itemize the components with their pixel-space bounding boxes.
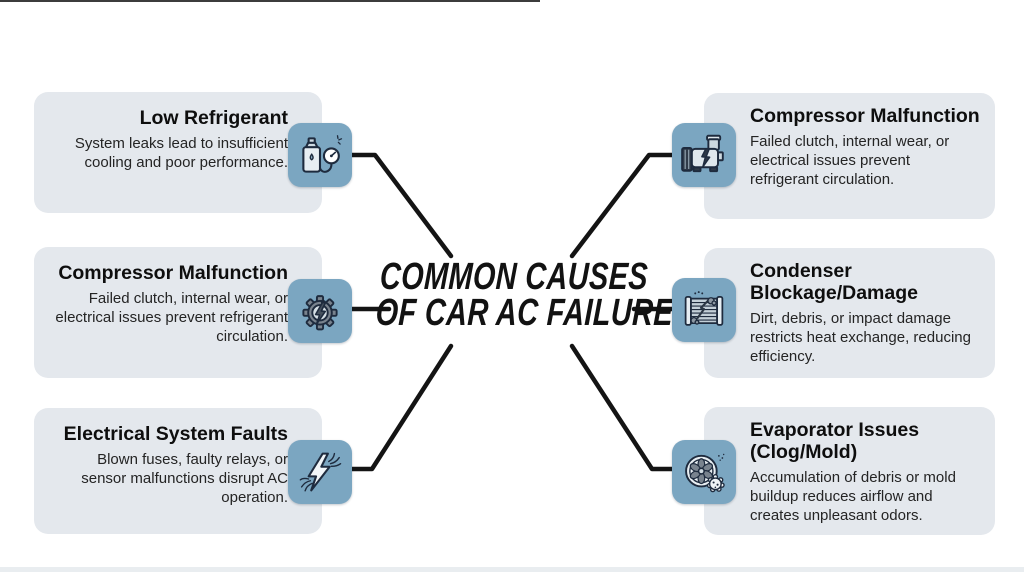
card-heading: Evaporator Issues (Clog/Mold)	[750, 419, 920, 464]
card-electrical-system-faults: Electrical System Faults Blown fuses, fa…	[34, 408, 322, 534]
card-condenser-blockage: Condenser Blockage/Damage Dirt, debris, …	[704, 248, 995, 378]
condenser-radiator-icon	[684, 291, 724, 326]
icon-tile-electrical	[288, 440, 352, 504]
card-body: Blown fuses, faulty relays, or sensor ma…	[81, 451, 288, 507]
icon-tile-low-refrigerant	[288, 123, 352, 187]
connector-top-right	[569, 152, 675, 259]
connector-top-left	[349, 152, 454, 259]
card-body: System leaks lead to insufficient coolin…	[74, 135, 288, 172]
card-body: Failed clutch, internal wear, or electri…	[55, 290, 288, 346]
center-title-line2: OF CAR AC FAILURE	[374, 292, 674, 335]
icon-tile-gear	[288, 279, 352, 343]
broken-wire-lightning-icon	[299, 452, 342, 492]
cracked-compressor-icon	[681, 134, 724, 173]
center-title-line1: COMMON CAUSES	[379, 256, 649, 298]
center-title: COMMON CAUSES OF CAR AC FAILURE	[332, 256, 696, 335]
card-heading: Electrical System Faults	[63, 423, 288, 445]
card-compressor-malfunction-right: Compressor Malfunction Failed clutch, in…	[704, 93, 995, 219]
card-heading: Condenser Blockage/Damage	[750, 260, 918, 305]
card-body: Dirt, debris, or impact damage restricts…	[750, 310, 971, 366]
connector-bottom-left	[349, 343, 454, 472]
card-compressor-malfunction-left: Compressor Malfunction Failed clutch, in…	[34, 247, 322, 378]
top-edge-artifact	[0, 0, 540, 2]
card-low-refrigerant: Low Refrigerant System leaks lead to ins…	[34, 92, 322, 213]
icon-tile-compressor	[672, 123, 736, 187]
card-body: Failed clutch, internal wear, or electri…	[750, 133, 950, 189]
refrigerant-can-gauge-icon	[302, 135, 343, 173]
gear-lightning-icon	[302, 295, 338, 331]
card-evaporator-issues: Evaporator Issues (Clog/Mold) Accumulati…	[704, 407, 995, 535]
card-heading: Compressor Malfunction	[58, 262, 288, 284]
icon-tile-evaporator	[672, 440, 736, 504]
card-heading: Compressor Malfunction	[750, 105, 980, 127]
icon-tile-condenser	[672, 278, 736, 342]
bottom-edge-band	[0, 567, 1024, 572]
card-body: Accumulation of debris or mold buildup r…	[750, 469, 956, 525]
card-heading: Low Refrigerant	[139, 107, 288, 129]
evaporator-fan-mold-icon	[685, 453, 725, 493]
connector-bottom-right	[569, 343, 675, 472]
